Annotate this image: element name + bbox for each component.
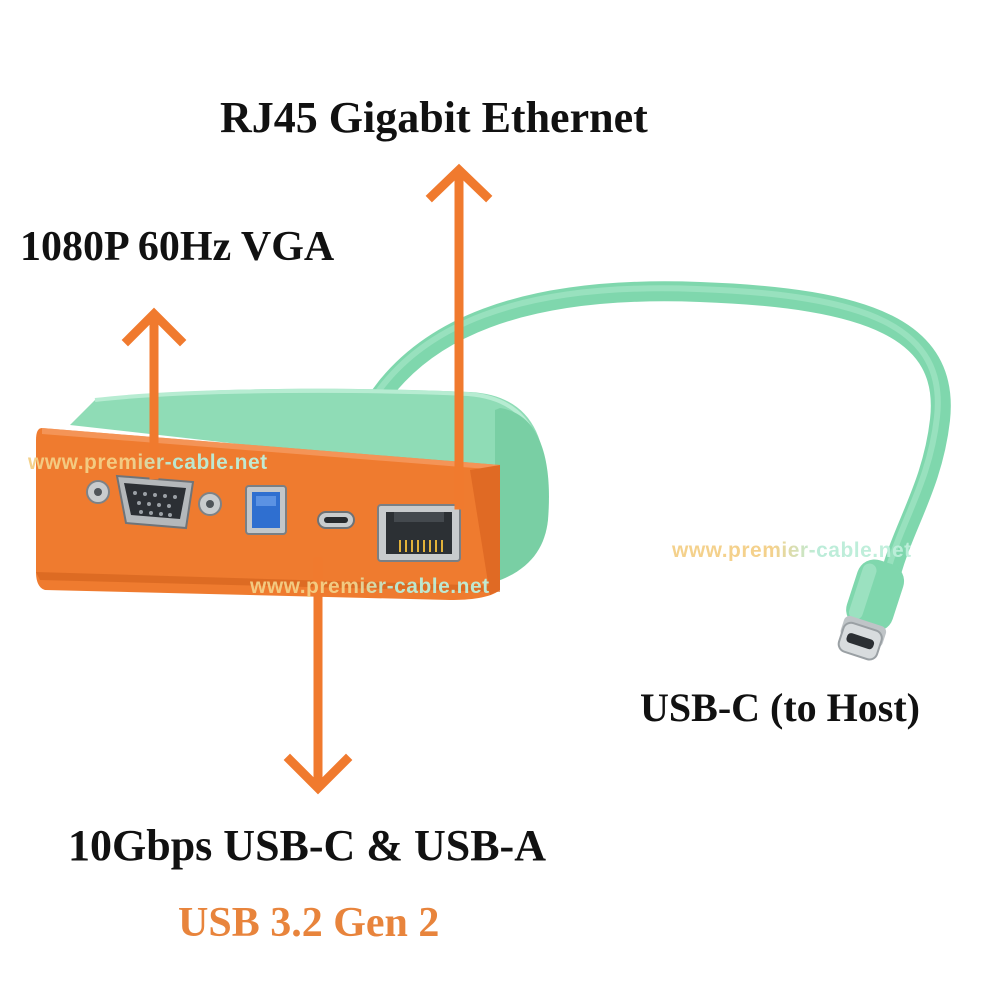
- rj45-port: [377, 504, 461, 562]
- usb-c-host-label: USB-C (to Host): [640, 685, 920, 730]
- hub-side-green: [495, 408, 549, 582]
- watermark: www.premier-cable.net: [672, 539, 912, 562]
- rj45-label: RJ45 Gigabit Ethernet: [220, 93, 648, 142]
- watermark: www.premier-cable.net: [250, 575, 490, 598]
- usb-c-plug: [837, 559, 905, 661]
- arrow-vga: [121, 307, 187, 480]
- arrow-usb-ports: [283, 557, 353, 795]
- watermark: www.premier-cable.net: [28, 451, 268, 474]
- vga-port: [86, 474, 222, 530]
- arrow-rj45: [425, 163, 493, 510]
- usb-ports-label: 10Gbps USB-C & USB-A: [68, 821, 546, 870]
- usb-c-port: [317, 511, 355, 529]
- usb-gen-label: USB 3.2 Gen 2: [178, 900, 440, 946]
- vga-label: 1080P 60Hz VGA: [20, 224, 335, 270]
- usb-a-port: [245, 485, 287, 535]
